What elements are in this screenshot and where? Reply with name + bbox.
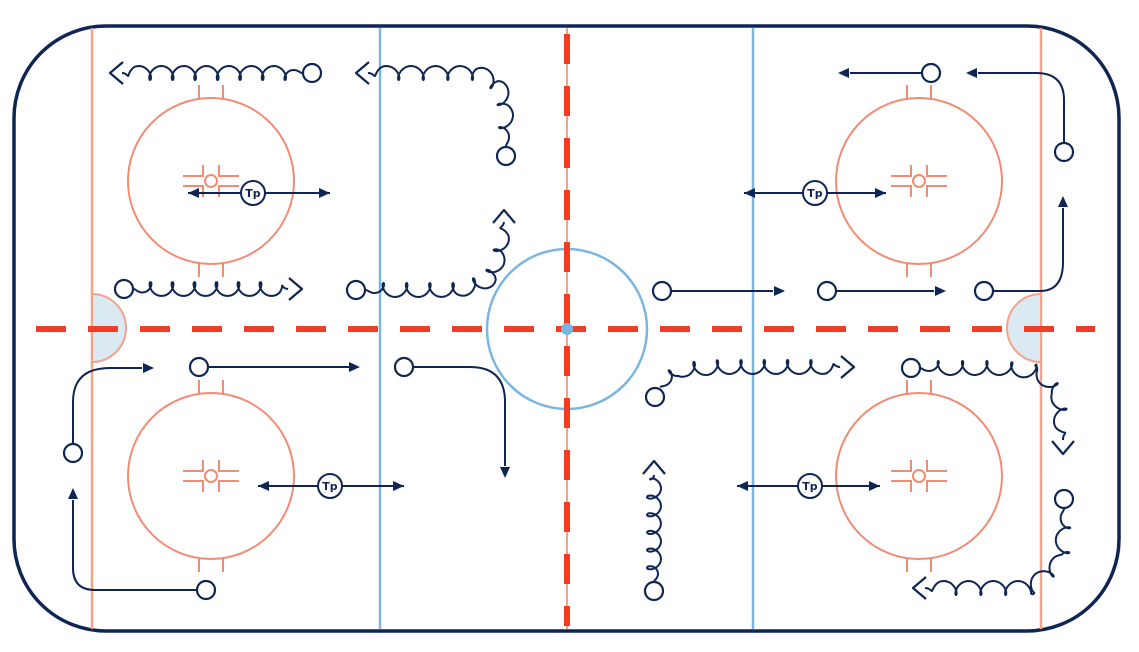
arrow-head (68, 488, 78, 499)
faceoff-dot (912, 469, 926, 483)
coach-marker (797, 473, 823, 499)
faceoff-hash-l (218, 460, 239, 472)
faceoff-hash-l (183, 460, 204, 472)
faceoff-hash-l (891, 460, 912, 472)
player-marker (301, 62, 323, 84)
player-marker (495, 145, 517, 167)
coach-marker (317, 473, 343, 499)
player-marker (345, 279, 367, 301)
chevron-head (354, 61, 370, 85)
arrow-head (349, 362, 360, 372)
player-marker (920, 62, 942, 84)
player-marker (973, 280, 995, 302)
player-marker (643, 580, 665, 602)
faceoff-hash-l (891, 480, 912, 492)
faceoff-circle-group (127, 380, 295, 572)
arrow-head (143, 363, 154, 373)
arrow-head (875, 188, 886, 198)
arrow-head (500, 467, 510, 478)
faceoff-hash-l (218, 480, 239, 492)
stickhandle-path (659, 359, 841, 388)
arrow-head (774, 286, 785, 296)
player-marker (651, 280, 673, 302)
stickhandle-path (367, 65, 514, 147)
arrow-head (1058, 196, 1068, 207)
arrow-head (935, 286, 946, 296)
faceoff-hash-l (218, 165, 239, 177)
player-marker (113, 278, 135, 300)
chevron-head (1051, 440, 1075, 456)
faceoff-hash-l (183, 165, 204, 177)
player-marker (62, 442, 84, 464)
arrow-head (737, 481, 748, 491)
faceoff-hash-l (891, 185, 912, 197)
chevron-head (492, 208, 516, 224)
stickhandle-path (133, 281, 289, 297)
faceoff-hash-l (891, 165, 912, 177)
player-marker (1053, 141, 1075, 163)
skating-path (72, 367, 142, 444)
chevron-head (642, 459, 666, 475)
coach-label: Tp (807, 187, 823, 200)
skating-path (978, 72, 1065, 143)
arrow-head (838, 68, 849, 78)
faceoff-hash-l (926, 460, 947, 472)
arrow-head (966, 68, 977, 78)
arrow-head (869, 481, 880, 491)
player-marker (644, 386, 666, 408)
arrow-head (258, 481, 269, 491)
coach-label: Tp (322, 480, 338, 493)
faceoff-dot (204, 469, 218, 483)
faceoff-circle-group (835, 380, 1003, 572)
faceoff-circle (127, 97, 295, 265)
skating-path (413, 366, 506, 466)
faceoff-hash-l (183, 480, 204, 492)
faceoff-circle (835, 97, 1003, 265)
coach-marker (240, 180, 266, 206)
player-marker (393, 356, 415, 378)
stickhandle-path (646, 474, 662, 582)
coach-label: Tp (245, 187, 261, 200)
chevron-head (840, 355, 856, 379)
arrow-head (744, 188, 755, 198)
player-marker (900, 357, 922, 379)
player-marker (1053, 488, 1075, 510)
stickhandle-path (919, 360, 1068, 440)
arrow-head (319, 188, 330, 198)
faceoff-hash-l (926, 480, 947, 492)
faceoff-circle (127, 392, 295, 560)
chevron-head (288, 277, 304, 301)
player-marker (816, 280, 838, 302)
faceoff-circle (835, 392, 1003, 560)
stickhandle-path (924, 508, 1072, 596)
center-faceoff-dot (561, 323, 573, 335)
coach-marker (802, 180, 828, 206)
faceoff-circle-group (835, 85, 1003, 277)
chevron-head (911, 576, 927, 600)
faceoff-dot (204, 174, 218, 188)
skating-path (72, 500, 197, 591)
coach-label: Tp (802, 480, 818, 493)
stickhandle-path (365, 221, 510, 298)
stickhandle-path (121, 65, 303, 81)
chevron-head (108, 61, 124, 85)
player-marker (188, 356, 210, 378)
skating-path (993, 208, 1064, 292)
player-marker (195, 579, 217, 601)
arrow-head (188, 188, 199, 198)
arrow-head (393, 481, 404, 491)
faceoff-hash-l (926, 165, 947, 177)
faceoff-dot (912, 174, 926, 188)
faceoff-hash-l (926, 185, 947, 197)
